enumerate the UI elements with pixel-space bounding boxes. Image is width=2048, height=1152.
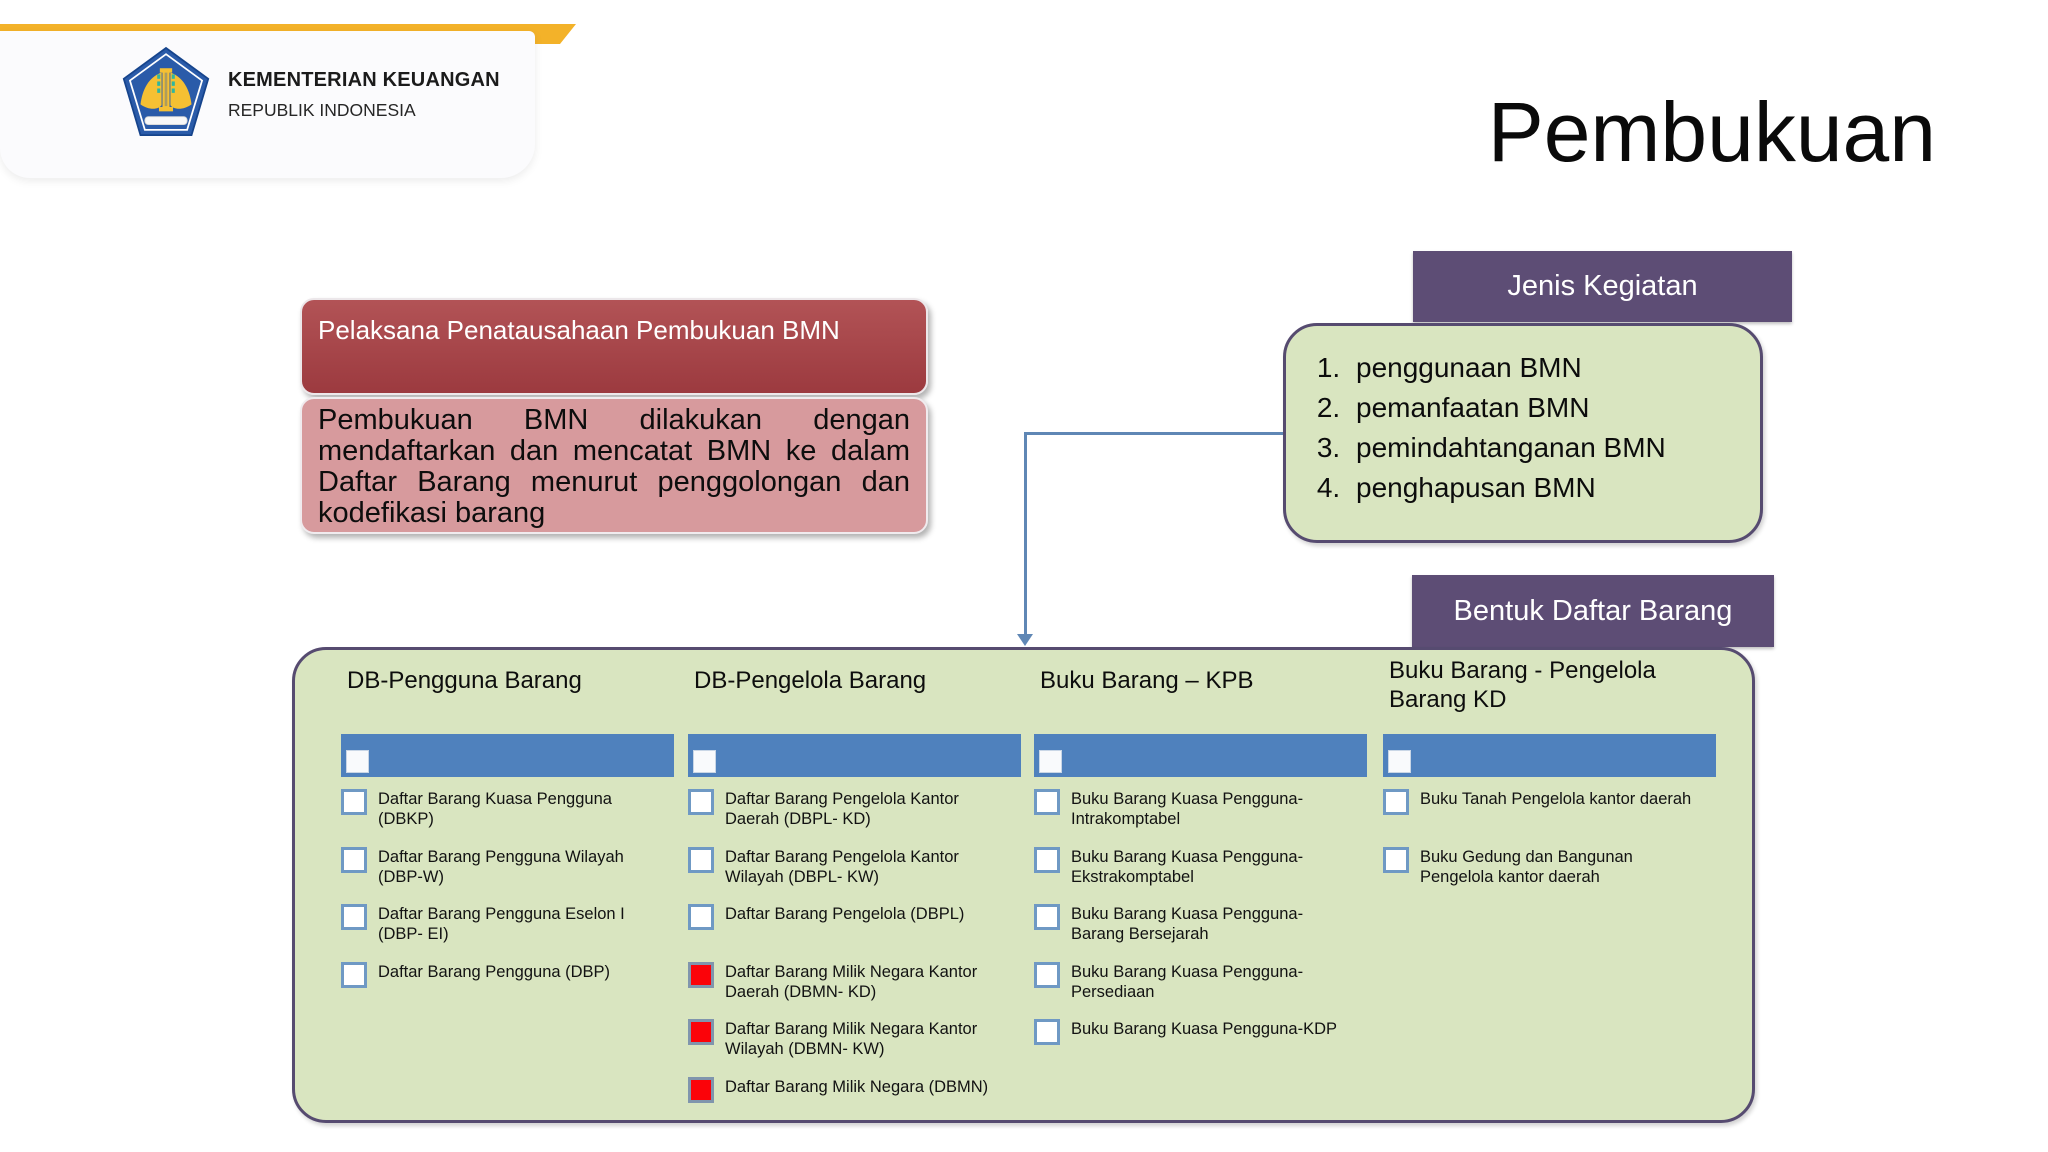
checklist-label: Daftar Barang Pengguna (DBP)	[378, 963, 611, 981]
column-db-pengguna-barang: DB-Pengguna Barang Daftar Barang Kuasa P…	[341, 650, 681, 1120]
checkbox[interactable]	[1034, 789, 1060, 815]
bar-checkbox	[1388, 750, 1411, 773]
jenis-kegiatan-panel: penggunaan BMN pemanfaatan BMN pemindaht…	[1283, 323, 1763, 543]
checkbox[interactable]	[1034, 962, 1060, 988]
checkbox[interactable]	[1383, 847, 1409, 873]
checklist-label: Buku Barang Kuasa Pengguna-Barang Bersej…	[1071, 905, 1304, 943]
checkbox[interactable]	[341, 847, 367, 873]
checklist-label: Daftar Barang Milik Negara Kantor Daerah…	[725, 963, 978, 1001]
column-title: Buku Barang - Pengelola Barang KD	[1389, 657, 1656, 713]
jenis-kegiatan-list: penggunaan BMN pemanfaatan BMN pemindaht…	[1286, 352, 1760, 503]
column-bar	[341, 734, 674, 777]
checkbox[interactable]	[1034, 904, 1060, 930]
checklist-item: Daftar Barang Milik Negara Kantor Wilaya…	[688, 1019, 1010, 1059]
logo-ministry-name: KEMENTERIAN KEUANGAN	[228, 69, 500, 91]
checkbox[interactable]	[688, 1019, 714, 1045]
checklist-item: Buku Gedung dan Bangunan Pengelola kanto…	[1383, 847, 1700, 887]
checklist-label: Buku Barang Kuasa Pengguna-Intrakomptabe…	[1071, 790, 1304, 828]
checklist-item: Buku Barang Kuasa Pengguna-KDP	[1034, 1019, 1341, 1045]
list-item: penggunaan BMN	[1348, 352, 1760, 383]
checklist-label: Buku Gedung dan Bangunan Pengelola kanto…	[1420, 848, 1633, 886]
column-title: DB-Pengguna Barang	[347, 667, 582, 694]
pelaksana-header: Pelaksana Penatausahaan Pembukuan BMN	[300, 298, 928, 395]
checklist-label: Daftar Barang Milik Negara Kantor Wilaya…	[725, 1020, 978, 1058]
list-item: pemindahtanganan BMN	[1348, 432, 1760, 463]
checklist-item: Buku Tanah Pengelola kantor daerah	[1383, 789, 1700, 815]
checkbox[interactable]	[341, 789, 367, 815]
checklist-item: Buku Barang Kuasa Pengguna-Persediaan	[1034, 962, 1341, 1002]
checklist-label: Buku Barang Kuasa Pengguna-Persediaan	[1071, 963, 1304, 1001]
checklist-label: Daftar Barang Pengelola Kantor Wilayah (…	[725, 848, 959, 886]
column-bar	[1034, 734, 1367, 777]
column-title: DB-Pengelola Barang	[694, 667, 927, 694]
checklist-item: Buku Barang Kuasa Pengguna-Ekstrakomptab…	[1034, 847, 1341, 887]
bar-checkbox	[693, 750, 716, 773]
checklist-label: Daftar Barang Pengguna Wilayah (DBP-W)	[378, 848, 624, 886]
checkbox[interactable]	[688, 789, 714, 815]
checklist-item: Buku Barang Kuasa Pengguna-Barang Bersej…	[1034, 904, 1341, 944]
jenis-kegiatan-header: Jenis Kegiatan	[1413, 251, 1792, 322]
column-title: Buku Barang – KPB	[1040, 667, 1254, 694]
checklist-label: Buku Barang Kuasa Pengguna-KDP	[1071, 1020, 1338, 1038]
connector-vertical	[1024, 432, 1027, 635]
checklist-label: Buku Tanah Pengelola kantor daerah	[1420, 790, 1692, 808]
checklist-item: Daftar Barang Kuasa Pengguna (DBKP)	[341, 789, 638, 829]
list-item: pemanfaatan BMN	[1348, 392, 1760, 423]
checklist-item: Daftar Barang Milik Negara (DBMN)	[688, 1077, 1010, 1103]
checklist-item: Daftar Barang Pengguna (DBP)	[341, 962, 638, 988]
checkbox[interactable]	[688, 962, 714, 988]
logo-card: KEMENTERIAN KEUANGAN REPUBLIK INDONESIA	[0, 31, 535, 178]
checkbox[interactable]	[688, 847, 714, 873]
checkbox[interactable]	[688, 1077, 714, 1103]
checklist-label: Daftar Barang Pengguna Eselon I (DBP- EI…	[378, 905, 625, 943]
checkbox[interactable]	[341, 962, 367, 988]
checklist-label: Daftar Barang Pengelola Kantor Daerah (D…	[725, 790, 959, 828]
page-title: Pembukuan	[1487, 85, 1936, 179]
column-bar	[1383, 734, 1716, 777]
checklist-item: Daftar Barang Pengelola Kantor Wilayah (…	[688, 847, 1010, 887]
bar-checkbox	[346, 750, 369, 773]
bar-checkbox	[1039, 750, 1062, 773]
checkbox[interactable]	[1034, 847, 1060, 873]
checklist-item: Daftar Barang Pengelola (DBPL)	[688, 904, 1010, 930]
kemenkeu-logo	[122, 46, 210, 136]
checklist-item: Daftar Barang Pengguna Eselon I (DBP- EI…	[341, 904, 638, 944]
checkbox[interactable]	[688, 904, 714, 930]
checklist-item: Daftar Barang Milik Negara Kantor Daerah…	[688, 962, 1010, 1002]
checklist-item: Buku Barang Kuasa Pengguna-Intrakomptabe…	[1034, 789, 1341, 829]
checkbox[interactable]	[341, 904, 367, 930]
column-db-pengelola-barang: DB-Pengelola Barang Daftar Barang Pengel…	[688, 650, 1028, 1120]
connector-horizontal	[1024, 432, 1283, 435]
logo-republic-name: REPUBLIK INDONESIA	[228, 100, 416, 120]
checklist-label: Buku Barang Kuasa Pengguna-Ekstrakomptab…	[1071, 848, 1304, 886]
column-bar	[688, 734, 1021, 777]
bentuk-daftar-barang-panel: DB-Pengguna Barang Daftar Barang Kuasa P…	[292, 647, 1755, 1123]
list-item: penghapusan BMN	[1348, 472, 1760, 503]
connector-arrowhead-icon	[1017, 634, 1033, 646]
bentuk-daftar-barang-header: Bentuk Daftar Barang	[1412, 575, 1774, 647]
checklist-item: Daftar Barang Pengelola Kantor Daerah (D…	[688, 789, 1010, 829]
checkbox[interactable]	[1383, 789, 1409, 815]
column-buku-barang-kpb: Buku Barang – KPB Buku Barang Kuasa Peng…	[1034, 650, 1374, 1120]
checklist-item: Daftar Barang Pengguna Wilayah (DBP-W)	[341, 847, 638, 887]
checklist-label: Daftar Barang Milik Negara (DBMN)	[725, 1078, 989, 1096]
checklist-label: Daftar Barang Kuasa Pengguna (DBKP)	[378, 790, 612, 828]
pelaksana-body: Pembukuan BMN dilakukan dengan mendaftar…	[300, 397, 928, 534]
checklist-label: Daftar Barang Pengelola (DBPL)	[725, 905, 965, 923]
checkbox[interactable]	[1034, 1019, 1060, 1045]
column-buku-barang-pengelola-kd: Buku Barang - Pengelola Barang KD Buku T…	[1383, 650, 1723, 1120]
